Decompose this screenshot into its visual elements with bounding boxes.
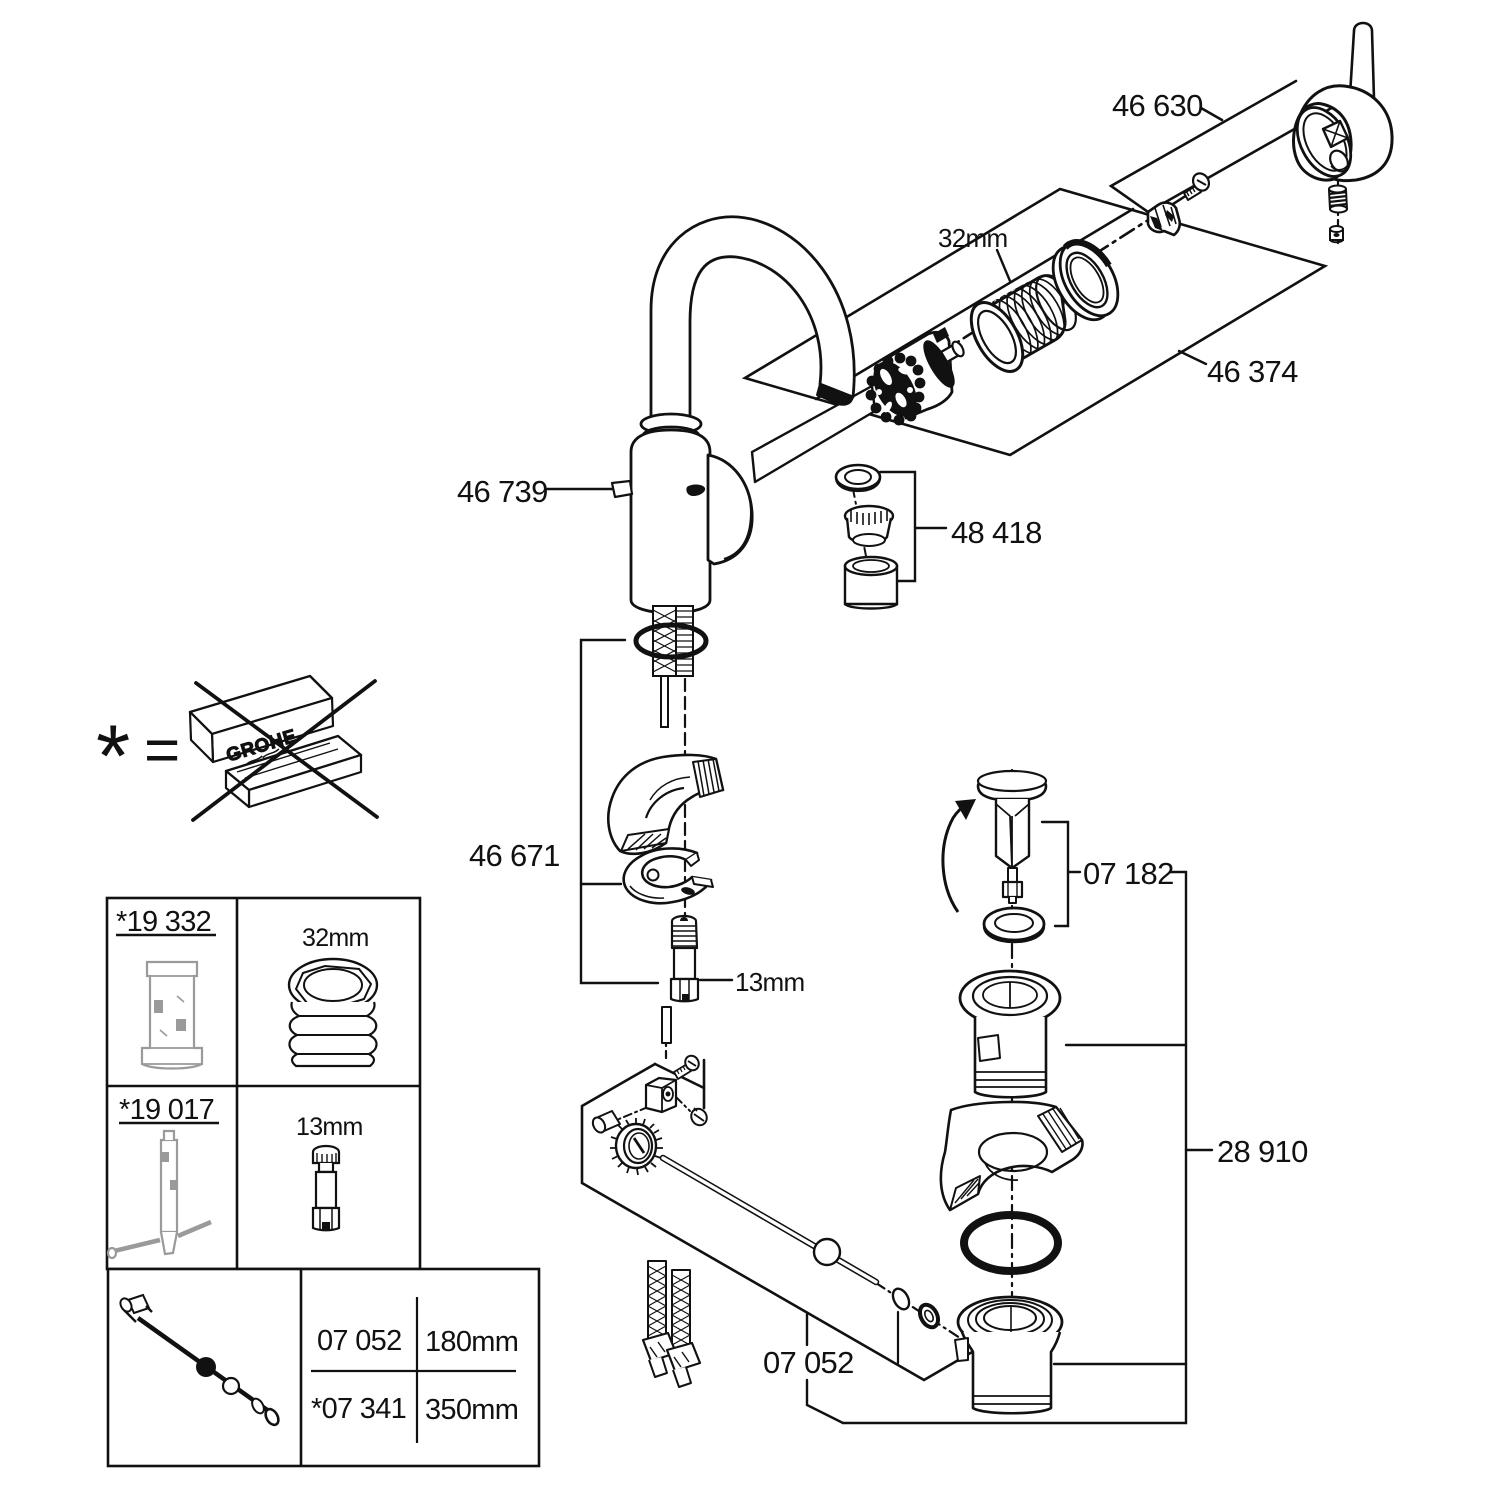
svg-text:=: = [144,716,180,785]
svg-text:46 374: 46 374 [1207,354,1298,389]
svg-text:*19 017: *19 017 [119,1094,214,1126]
svg-text:32mm: 32mm [938,223,1007,253]
svg-text:46 671: 46 671 [469,838,560,873]
svg-text:350mm: 350mm [425,1394,518,1426]
svg-text:13mm: 13mm [735,967,804,997]
svg-text:46 630: 46 630 [1112,88,1203,123]
svg-text:48 418: 48 418 [951,515,1042,550]
svg-text:07 052: 07 052 [763,1345,854,1380]
svg-text:*: * [96,706,130,805]
svg-text:13mm: 13mm [296,1113,363,1141]
svg-text:07 052: 07 052 [317,1325,402,1357]
svg-text:*07 341: *07 341 [311,1393,406,1425]
svg-text:46 739: 46 739 [457,474,548,509]
svg-text:32mm: 32mm [302,924,369,952]
svg-text:07 182: 07 182 [1083,856,1174,891]
svg-text:28 910: 28 910 [1217,1134,1308,1169]
svg-text:*19 332: *19 332 [116,906,211,938]
svg-text:180mm: 180mm [425,1326,518,1358]
